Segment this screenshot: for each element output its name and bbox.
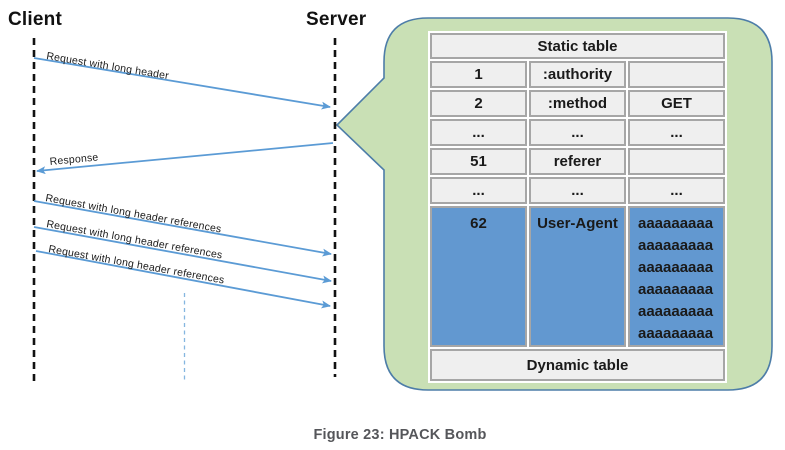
message-arrow-request-long-header	[33, 57, 331, 110]
cell-value	[628, 61, 726, 88]
cell-value: GET	[628, 90, 726, 117]
figure-caption: Figure 23: HPACK Bomb	[313, 427, 487, 443]
client-actor-label: Client	[8, 9, 62, 30]
cell-name: ...	[529, 177, 626, 204]
message-label-response: Response	[49, 151, 99, 168]
cell-index: 2	[430, 90, 527, 117]
message-label-request-long-header: Request with long header	[46, 50, 170, 82]
cell-index: 62	[430, 206, 527, 347]
cell-name: :authority	[529, 61, 626, 88]
value-line: aaaaaaaaa	[638, 259, 714, 276]
cell-value	[628, 148, 726, 175]
table-row: 2 :method GET	[430, 90, 726, 117]
static-table-header-row: Static table	[430, 33, 726, 59]
cell-index: 1	[430, 61, 527, 88]
dynamic-table-footer-row: Dynamic table	[430, 349, 726, 381]
message-arrow-response	[36, 142, 334, 175]
cell-value: ...	[628, 177, 726, 204]
server-actor-label: Server	[306, 9, 367, 30]
value-line: aaaaaaaaa	[638, 237, 714, 254]
dynamic-table-label: Dynamic table	[430, 349, 726, 381]
cell-index: 51	[430, 148, 527, 175]
message-arrow-request-references-3	[35, 250, 331, 309]
value-line: aaaaaaaaa	[638, 325, 714, 342]
table-row: 1 :authority	[430, 61, 726, 88]
cell-name: User-Agent	[529, 206, 626, 347]
table-row: ... ... ...	[430, 119, 726, 146]
value-line: aaaaaaaaa	[638, 215, 714, 232]
hpack-tables: Static table 1 :authority 2 :method GET …	[428, 31, 728, 383]
value-line: aaaaaaaaa	[638, 303, 714, 320]
cell-index: ...	[430, 119, 527, 146]
value-line: aaaaaaaaa	[638, 281, 714, 298]
table-row: 51 referer	[430, 148, 726, 175]
cell-name: :method	[529, 90, 626, 117]
message-arrow-request-references-2	[33, 226, 332, 284]
cell-name: ...	[529, 119, 626, 146]
cell-name: referer	[529, 148, 626, 175]
hpack-table: Static table 1 :authority 2 :method GET …	[428, 31, 728, 383]
message-arrow-request-references-1	[33, 200, 332, 257]
cell-value: aaaaaaaaa aaaaaaaaa aaaaaaaaa aaaaaaaaa …	[628, 206, 726, 347]
dynamic-entry-row: 62 User-Agent aaaaaaaaa aaaaaaaaa aaaaaa…	[430, 206, 726, 347]
table-row: ... ... ...	[430, 177, 726, 204]
cell-value: ...	[628, 119, 726, 146]
static-table-title: Static table	[430, 33, 726, 59]
cell-index: ...	[430, 177, 527, 204]
